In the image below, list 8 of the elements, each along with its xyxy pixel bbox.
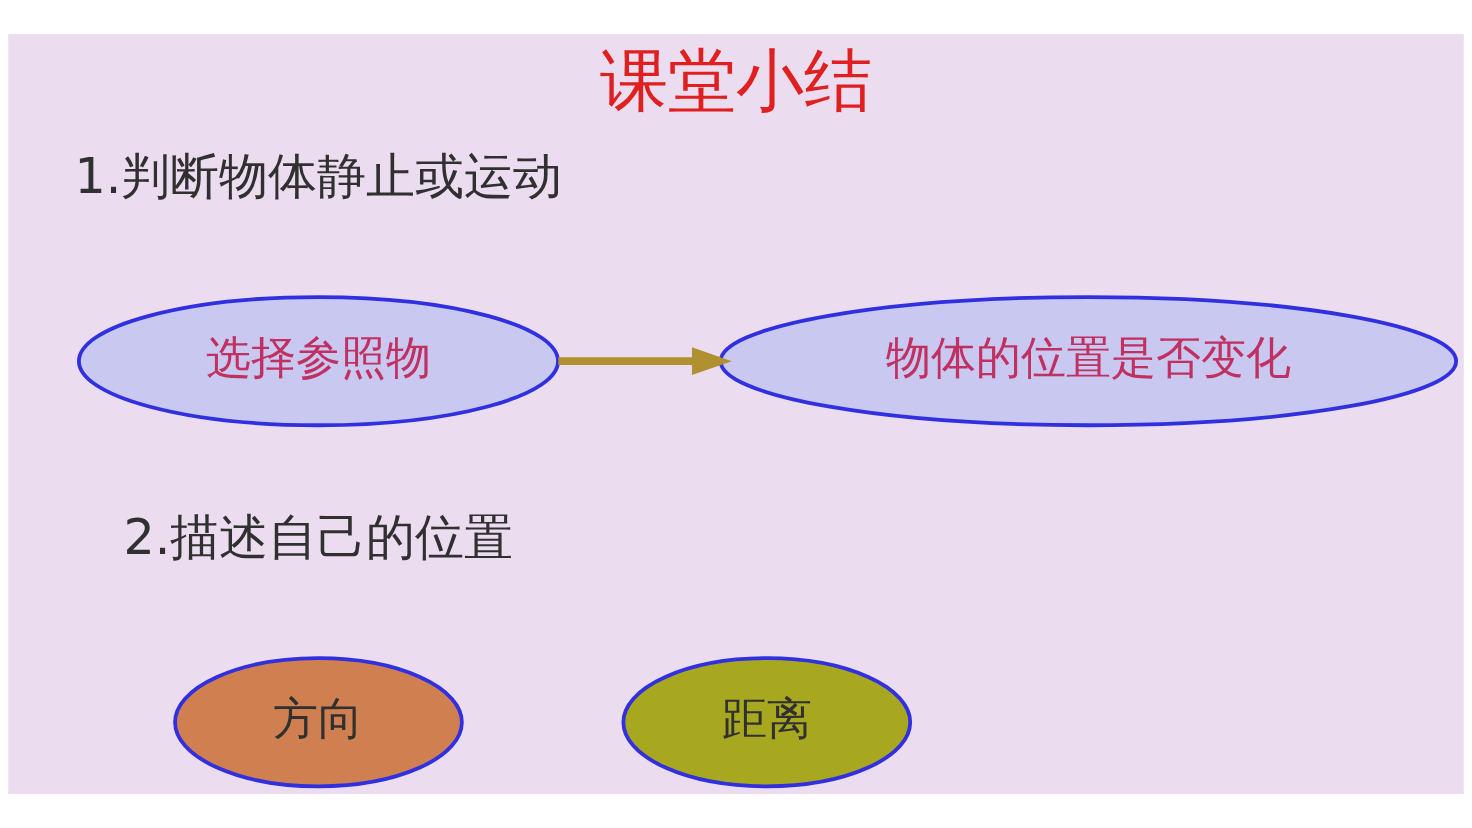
label: 1.判断物体静止或运动: [74, 146, 563, 205]
arrow: [558, 347, 732, 376]
node-ellipse: 距离: [621, 656, 913, 789]
diagram-title: 课堂小结: [600, 40, 873, 120]
label: 2.描述自己的位置: [123, 507, 514, 566]
node-ellipse: 方向: [173, 656, 464, 789]
node-ellipse: 物体的位置是否变化: [718, 295, 1459, 428]
node-ellipse: 选择参照物: [77, 295, 560, 428]
